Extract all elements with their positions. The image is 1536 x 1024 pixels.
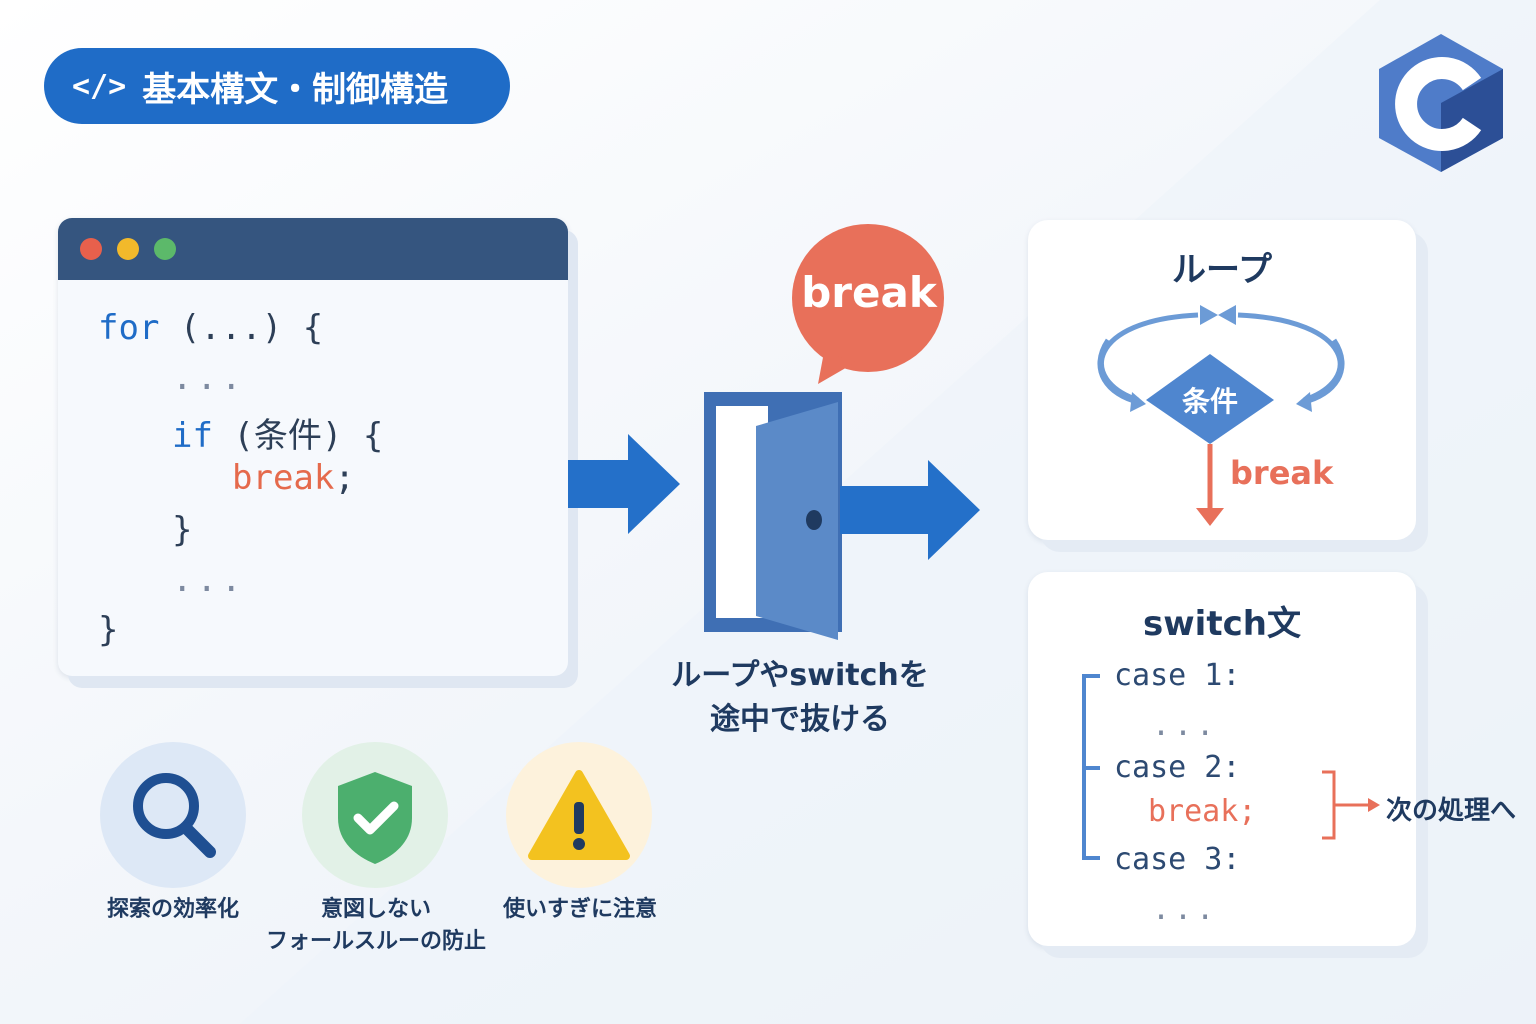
case-ellipsis: ... bbox=[1152, 708, 1219, 743]
feature-warning-label: 使いすぎに注意 bbox=[502, 897, 657, 922]
section-title-text: 基本構文・制御構造 bbox=[142, 69, 449, 110]
code-line-break: break; bbox=[232, 458, 355, 498]
code-line-ellipsis: ... bbox=[172, 358, 246, 398]
window-titlebar bbox=[58, 218, 568, 280]
arrow-to-door-icon bbox=[568, 434, 680, 534]
down-arrow-icon bbox=[1196, 508, 1224, 526]
keyword-if: if bbox=[172, 416, 213, 456]
next-arrow-icon bbox=[1322, 770, 1380, 840]
case-ellipsis: ... bbox=[1152, 892, 1219, 927]
arrow-head-icon bbox=[1218, 305, 1236, 325]
switch-break: break; bbox=[1148, 794, 1257, 829]
feature-search bbox=[100, 742, 246, 888]
arrow-exit-icon bbox=[840, 460, 980, 560]
minimize-dot-icon bbox=[117, 238, 139, 260]
speech-bubble-icon bbox=[792, 224, 944, 384]
feature-shield-label-1: 意図しない bbox=[320, 897, 431, 922]
switch-card: switch文 case 1: ... case 2: break; case … bbox=[1028, 572, 1416, 946]
section-title-pill: </> 基本構文・制御構造 bbox=[44, 48, 510, 124]
keyword-for: for bbox=[98, 308, 160, 348]
code-text: ; bbox=[334, 458, 355, 498]
feature-shield bbox=[302, 742, 448, 888]
door-caption: ループやswitchを 途中で抜ける bbox=[640, 654, 960, 742]
caption-line-2: 途中で抜ける bbox=[710, 702, 890, 737]
case-1: case 1: bbox=[1114, 658, 1241, 693]
code-line-close-if: } bbox=[172, 510, 193, 550]
keyword-break: break bbox=[232, 458, 335, 498]
search-icon bbox=[133, 773, 216, 858]
condition-diamond-icon bbox=[1146, 354, 1274, 444]
code-line-ellipsis: ... bbox=[172, 560, 246, 600]
arrow-head-icon bbox=[1200, 305, 1218, 325]
maximize-dot-icon bbox=[154, 238, 176, 260]
warning-icon bbox=[528, 770, 630, 860]
feature-shield-label-2: フォールスルーの防止 bbox=[265, 929, 486, 954]
loop-break-label: break bbox=[1230, 454, 1334, 492]
code-line-if: if (条件) { bbox=[172, 408, 383, 457]
feature-shield-label: 意図しない フォールスルーの防止 bbox=[254, 894, 498, 958]
code-text: (...) { bbox=[159, 308, 324, 348]
open-door-icon bbox=[704, 392, 842, 640]
feature-warning bbox=[506, 742, 652, 888]
code-line-close-for: } bbox=[98, 610, 119, 650]
bubble-break-label: break bbox=[801, 268, 937, 317]
loop-card-title: ループ bbox=[1172, 250, 1272, 290]
code-editor-window: for (...) { ... if (条件) { break; } ... } bbox=[58, 218, 568, 676]
switch-bracket bbox=[1082, 674, 1100, 860]
code-brackets-icon: </> bbox=[72, 68, 127, 104]
loop-card: ループ 条件 break bbox=[1028, 220, 1416, 540]
code-text: (条件) { bbox=[212, 416, 384, 456]
caption-line-1: ループやswitchを bbox=[671, 658, 929, 693]
c-language-logo bbox=[1379, 34, 1503, 172]
code-line-for: for (...) { bbox=[98, 308, 323, 348]
loop-diagram bbox=[1097, 305, 1345, 526]
switch-card-title: switch文 bbox=[1143, 604, 1301, 644]
close-dot-icon bbox=[80, 238, 102, 260]
case-3: case 3: bbox=[1114, 842, 1241, 877]
shield-check-icon bbox=[338, 772, 412, 864]
case-2: case 2: bbox=[1114, 750, 1241, 785]
feature-search-label: 探索の効率化 bbox=[106, 897, 239, 922]
next-process-label: 次の処理へ bbox=[1386, 796, 1517, 826]
condition-label: 条件 bbox=[1181, 385, 1238, 418]
